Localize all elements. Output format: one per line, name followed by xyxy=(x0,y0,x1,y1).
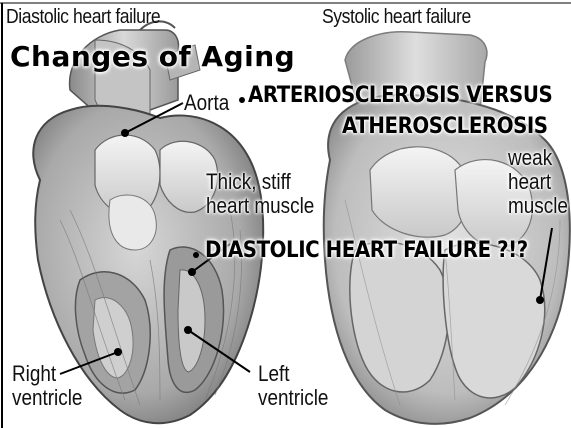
bullet-1-line2: ATHEROSCLEROSIS xyxy=(342,114,548,139)
label-right-ventricle-line2: ventricle xyxy=(12,386,82,410)
bullet-1-line1: ARTERIOSCLEROSIS VERSUS xyxy=(248,83,552,108)
bullet-dot-2 xyxy=(193,252,199,258)
label-weak-line1: weak xyxy=(508,146,552,170)
bullet-2-line1: DIASTOLIC HEART FAILURE ?!? xyxy=(205,238,528,263)
label-left-ventricle-line1: Left xyxy=(258,362,290,386)
label-aorta: Aorta xyxy=(184,91,229,115)
label-thick-line2: heart muscle xyxy=(206,194,314,218)
caption-diastolic: Diastolic heart failure xyxy=(6,6,160,29)
label-thick-line1: Thick, stiff xyxy=(206,170,291,194)
label-weak-line3: muscle xyxy=(508,194,568,218)
label-left-ventricle-line2: ventricle xyxy=(258,386,328,410)
label-weak-line2: heart xyxy=(508,170,551,194)
slide-title: Changes of Aging xyxy=(10,40,295,73)
bullet-dot-1 xyxy=(239,97,245,103)
caption-systolic: Systolic heart failure xyxy=(322,6,471,29)
label-right-ventricle-line1: Right xyxy=(12,362,56,386)
